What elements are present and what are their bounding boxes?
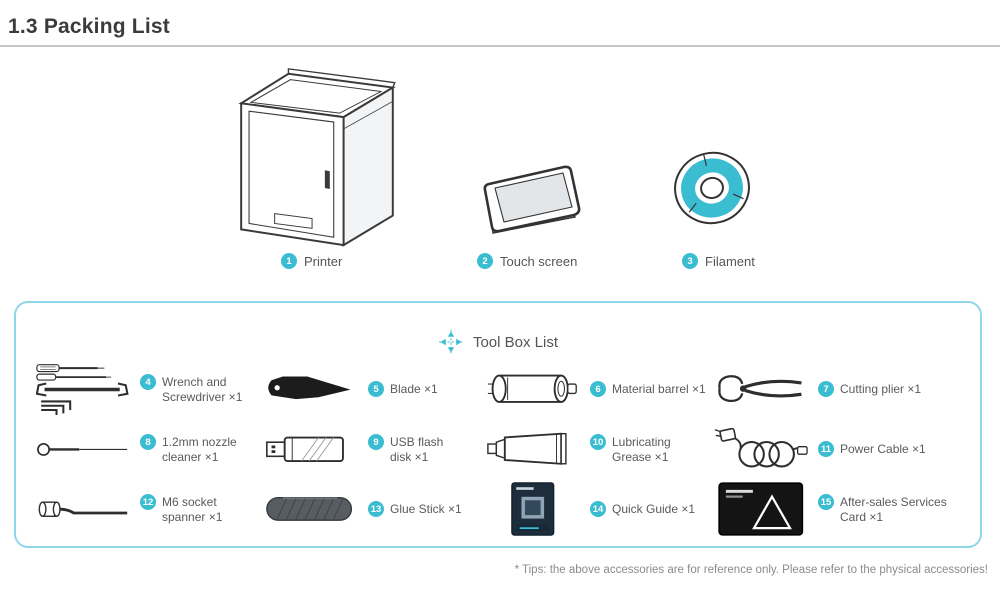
m6-socket-spanner-icon [36,482,130,536]
tool-item-text: 11 Power Cable ×1 [818,441,926,457]
power-cable-icon [714,422,808,476]
tool-item-after-sales-card: 15 After-sales Services Card ×1 [714,479,964,539]
tool-item-text: 12 M6 socket spanner ×1 [140,494,222,524]
printer-illustration [226,60,406,252]
tool-item-glue-stick: 13 Glue Stick ×1 [264,479,486,539]
toolbox-grid: 4 Wrench and Screwdriver ×1 5 Blade ×1 [36,359,964,539]
toolbox-panel: Tool Box List [14,301,982,548]
item-number-badge: 15 [818,494,834,510]
tool-item-text: 4 Wrench and Screwdriver ×1 [140,374,242,404]
item-number-badge: 11 [818,441,834,457]
tool-item-text: 6 Material barrel ×1 [590,381,706,397]
after-sales-card-icon [714,482,808,536]
touch-screen-label: 2 Touch screen [477,253,577,269]
toolbox-header: Tool Box List [16,329,980,355]
tool-item-label: Glue Stick ×1 [390,502,462,516]
tool-item-text: 10 Lubricating Grease ×1 [590,434,671,464]
item-number-badge: 8 [140,434,156,450]
item-number-badge: 4 [140,374,156,390]
item-number-badge: 14 [590,501,606,517]
touch-screen-illustration [478,162,588,237]
item-number-badge: 10 [590,434,606,450]
nozzle-cleaner-icon [36,422,130,476]
tips-note: * Tips: the above accessories are for re… [514,564,988,576]
tool-item-text: 14 Quick Guide ×1 [590,501,695,517]
tool-item-label: Material barrel ×1 [612,382,706,396]
toolbox-crosshair-icon [438,330,463,354]
lubricating-grease-icon [486,422,580,476]
tool-item-material-barrel: 6 Material barrel ×1 [486,359,714,419]
toolbox-title: Tool Box List [472,333,559,351]
usb-flash-disk-icon [264,422,358,476]
printer-icon [238,68,396,247]
filament-illustration [666,138,758,238]
tool-item-label: Power Cable ×1 [840,442,926,456]
tool-item-text: 13 Glue Stick ×1 [368,501,462,517]
touch-screen-icon [483,165,581,234]
tool-item-label: USB flash disk ×1 [390,435,444,464]
tool-item-label: Quick Guide ×1 [612,502,696,516]
tool-item-nozzle-cleaner: 8 1.2mm nozzle cleaner ×1 [36,419,264,479]
quick-guide-icon [486,482,580,536]
tool-item-label: Wrench and Screwdriver ×1 [162,375,243,404]
tool-item-label: Lubricating Grease ×1 [612,435,671,464]
tool-item-label: 1.2mm nozzle cleaner ×1 [162,435,237,464]
tool-item-usb-flash-disk: 9 USB flash disk ×1 [264,419,486,479]
wrench-screwdriver-icon [36,362,130,416]
item-number-badge: 9 [368,434,384,450]
section-header: 1.3 Packing List [0,0,1000,47]
tool-item-lubricating-grease: 10 Lubricating Grease ×1 [486,419,714,479]
item-number-badge: 5 [368,381,384,397]
filament-label: 3 Filament [682,253,755,269]
printer-label: 1 Printer [281,253,342,269]
item-number-badge: 1 [281,253,297,269]
item-number-badge: 7 [818,381,834,397]
tool-item-label: Cutting plier ×1 [840,382,922,396]
item-number-badge: 6 [590,381,606,397]
tool-item-m6-socket-spanner: 12 M6 socket spanner ×1 [36,479,264,539]
blade-icon [264,362,358,416]
tool-item-text: 15 After-sales Services Card ×1 [818,494,947,524]
tool-item-label: Blade ×1 [390,382,438,396]
tool-item-text: 8 1.2mm nozzle cleaner ×1 [140,434,237,464]
page-title: 1.3 Packing List [8,15,170,38]
tool-item-quick-guide: 14 Quick Guide ×1 [486,479,714,539]
filament-icon [674,151,750,225]
item-number-badge: 13 [368,501,384,517]
tool-item-blade: 5 Blade ×1 [264,359,486,419]
tool-item-text: 7 Cutting plier ×1 [818,381,921,397]
cutting-plier-icon [714,362,808,416]
material-barrel-icon [486,362,580,416]
item-label-text: Filament [705,253,755,269]
tool-item-cutting-plier: 7 Cutting plier ×1 [714,359,964,419]
item-number-badge: 12 [140,494,156,510]
tool-item-power-cable: 11 Power Cable ×1 [714,419,964,479]
glue-stick-icon [264,482,358,536]
item-label-text: Printer [304,253,343,269]
tool-item-text: 5 Blade ×1 [368,381,438,397]
item-number-badge: 2 [477,253,493,269]
item-number-badge: 3 [682,253,698,269]
tool-item-label: M6 socket spanner ×1 [162,495,223,524]
tool-item-wrench-screwdriver: 4 Wrench and Screwdriver ×1 [36,359,264,419]
tool-item-text: 9 USB flash disk ×1 [368,434,443,464]
item-label-text: Touch screen [500,253,578,269]
tool-item-label: After-sales Services Card ×1 [840,495,947,524]
